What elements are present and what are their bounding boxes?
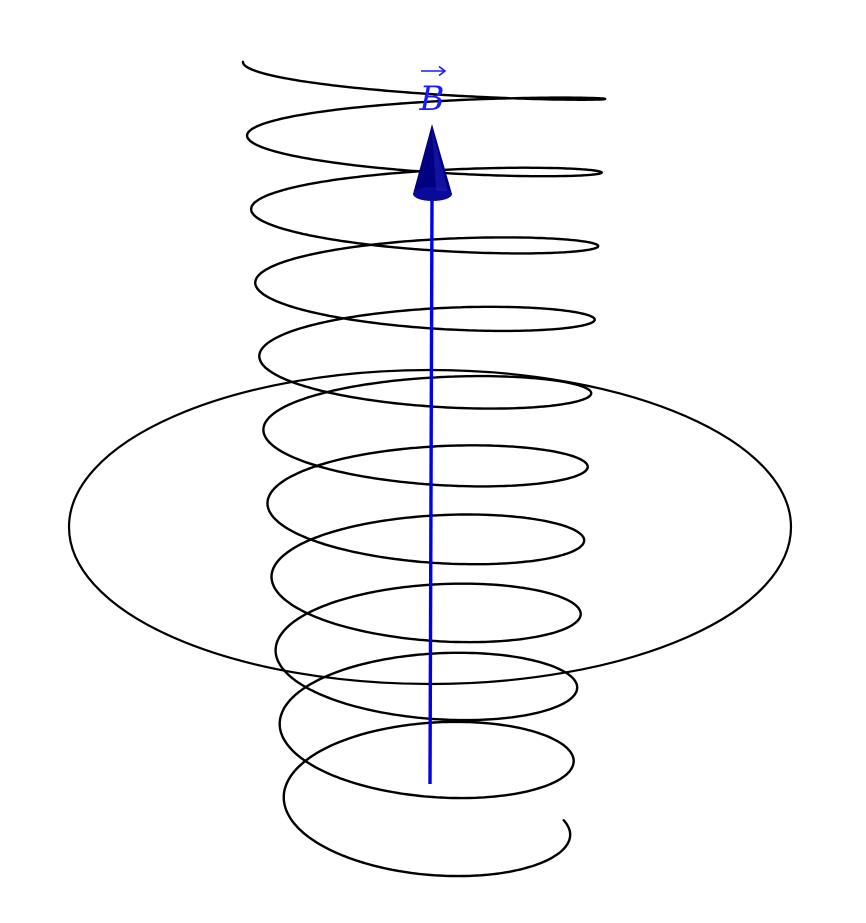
over-arrow-icon [421, 65, 447, 77]
field-label: B [419, 65, 447, 119]
helical-trajectory [241, 60, 607, 878]
field-label-text: B [419, 79, 445, 119]
arrow-up-icon [413, 124, 452, 201]
field-vector-shaft [428, 197, 434, 785]
